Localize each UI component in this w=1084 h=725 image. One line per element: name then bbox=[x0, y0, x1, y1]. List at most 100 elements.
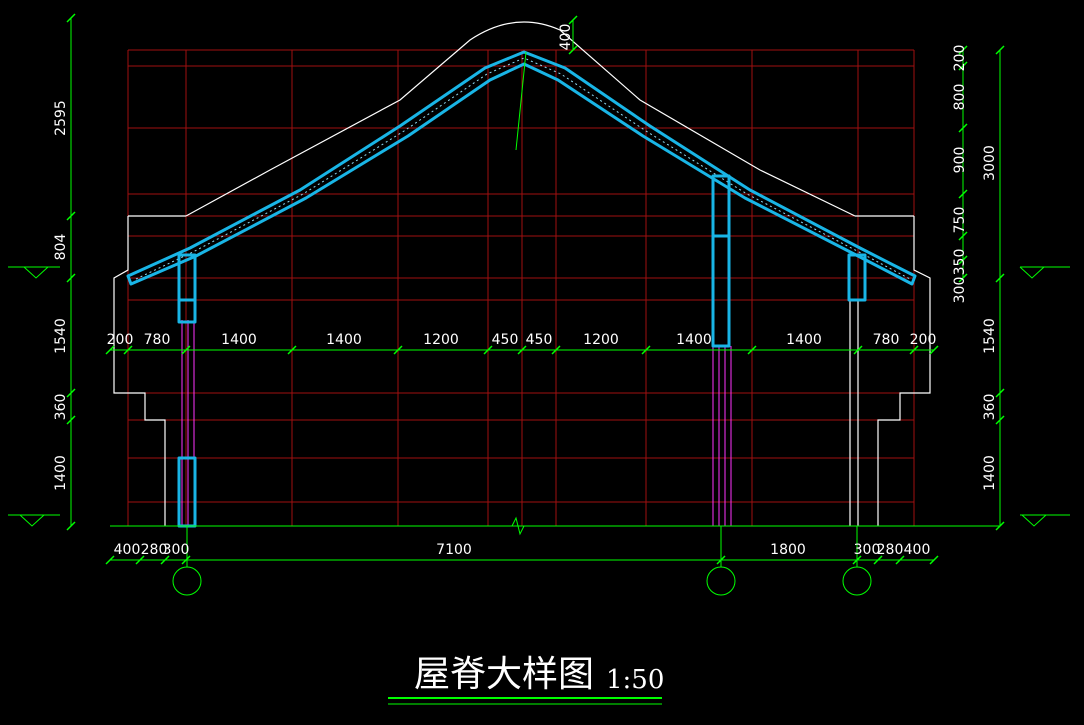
dimension-tick bbox=[929, 345, 939, 355]
dim-right-8: 1400 bbox=[982, 455, 998, 491]
dimension-tick bbox=[551, 345, 561, 355]
dimension-tick bbox=[995, 521, 1005, 531]
axis-circle-2 bbox=[706, 566, 736, 596]
dimension-tick bbox=[747, 345, 757, 355]
dimension-tick bbox=[716, 555, 726, 565]
axis-circle-1 bbox=[172, 566, 202, 596]
dim-left-3: 360 bbox=[53, 394, 69, 421]
dim-right-total: 3000 bbox=[982, 145, 998, 181]
dimension-lines bbox=[8, 18, 1070, 705]
dimension-tick bbox=[393, 345, 403, 355]
left-column-top bbox=[177, 298, 197, 324]
dim-right-3: 750 bbox=[952, 207, 968, 234]
dimension-tick bbox=[958, 255, 968, 265]
dimension-tick bbox=[895, 555, 905, 565]
dimension-tick bbox=[105, 555, 115, 565]
ridge-leader-line bbox=[515, 51, 527, 151]
ground-mark-right-lower bbox=[1020, 514, 1070, 527]
roof-slab-outer bbox=[126, 50, 917, 286]
dim-top-1: 780 bbox=[144, 332, 171, 348]
dimension-tick bbox=[995, 45, 1005, 55]
dimension-tick bbox=[958, 61, 968, 71]
ridge-arc bbox=[185, 21, 856, 217]
dimension-tick bbox=[909, 345, 919, 355]
dimension-tick bbox=[66, 13, 76, 23]
dim-bottom-0: 400 bbox=[114, 542, 141, 558]
dim-ridge: 400 bbox=[558, 24, 574, 51]
dimension-tick bbox=[123, 345, 133, 355]
dim-top-11: 200 bbox=[910, 332, 937, 348]
dimension-tick bbox=[873, 555, 883, 565]
dim-top-7: 1200 bbox=[583, 332, 619, 348]
roof-hatch bbox=[135, 57, 911, 280]
dimension-labels: 200 780 1400 1400 1200 450 450 1200 1400… bbox=[53, 24, 998, 558]
dimension-tick bbox=[135, 555, 145, 565]
ground-mark-left-lower bbox=[8, 514, 60, 527]
dim-top-9: 1400 bbox=[786, 332, 822, 348]
dim-right-5: 300 bbox=[952, 277, 968, 304]
dim-right-6: 1540 bbox=[982, 318, 998, 354]
dimension-tick bbox=[66, 521, 76, 531]
left-wall-outline bbox=[113, 216, 166, 526]
dim-bottom-5: 300 bbox=[854, 542, 881, 558]
dimension-tick bbox=[181, 555, 191, 565]
dimension-tick bbox=[958, 273, 968, 283]
dim-top-5: 450 bbox=[492, 332, 519, 348]
dimension-tick bbox=[568, 15, 578, 25]
right-beam bbox=[847, 253, 867, 302]
dim-top-2: 1400 bbox=[221, 332, 257, 348]
dim-bottom-2: 300 bbox=[163, 542, 190, 558]
dim-bottom-3: 7100 bbox=[436, 542, 472, 558]
ground-mark-right-upper bbox=[1019, 266, 1070, 279]
roof-slab bbox=[126, 50, 917, 528]
dim-left-0: 2595 bbox=[53, 100, 69, 136]
middle-column bbox=[711, 234, 731, 348]
dim-bottom-1: 280 bbox=[141, 542, 168, 558]
dimension-tick bbox=[995, 415, 1005, 425]
dimension-tick bbox=[66, 415, 76, 425]
dimension-tick bbox=[517, 345, 527, 355]
dimension-tick bbox=[958, 123, 968, 133]
dimension-tick bbox=[66, 211, 76, 221]
ground-mark-left-upper bbox=[8, 266, 60, 279]
dim-top-0: 200 bbox=[107, 332, 134, 348]
dimension-tick bbox=[995, 273, 1005, 283]
dim-right-7: 360 bbox=[982, 394, 998, 421]
reference-grid bbox=[127, 49, 915, 527]
dim-right-2: 900 bbox=[952, 147, 968, 174]
dim-bottom-7: 400 bbox=[904, 542, 931, 558]
dim-bottom-4: 1800 bbox=[770, 542, 806, 558]
dim-right-0: 200 bbox=[952, 45, 968, 72]
break-symbol bbox=[511, 516, 525, 536]
right-wall-outline bbox=[877, 216, 931, 526]
dimension-tick bbox=[66, 273, 76, 283]
column-lines bbox=[181, 320, 732, 526]
building-outline bbox=[113, 21, 931, 526]
drawing-title: 屋脊大样图 bbox=[414, 654, 594, 695]
dimension-tick bbox=[958, 231, 968, 241]
dimension-tick bbox=[852, 555, 862, 565]
dimension-tick bbox=[105, 345, 115, 355]
dimension-tick bbox=[958, 45, 968, 55]
dimension-tick bbox=[958, 189, 968, 199]
dim-left-4: 1400 bbox=[53, 455, 69, 491]
dim-top-3: 1400 bbox=[326, 332, 362, 348]
dim-right-4: 350 bbox=[952, 249, 968, 276]
dimension-tick bbox=[995, 388, 1005, 398]
dimension-tick bbox=[483, 345, 493, 355]
dimension-tick bbox=[181, 345, 191, 355]
dim-bottom-6: 280 bbox=[877, 542, 904, 558]
dimension-tick bbox=[66, 388, 76, 398]
dimension-tick bbox=[287, 345, 297, 355]
drawing-scale: 1:50 bbox=[606, 665, 664, 695]
dimension-tick bbox=[853, 345, 863, 355]
dimension-tick bbox=[929, 555, 939, 565]
dimension-ticks bbox=[66, 13, 1005, 565]
dim-top-4: 1200 bbox=[423, 332, 459, 348]
dim-top-8: 1400 bbox=[676, 332, 712, 348]
dim-right-1: 800 bbox=[952, 84, 968, 111]
dim-left-1: 804 bbox=[53, 234, 69, 261]
axis-circle-3 bbox=[842, 566, 872, 596]
dim-top-6: 450 bbox=[526, 332, 553, 348]
